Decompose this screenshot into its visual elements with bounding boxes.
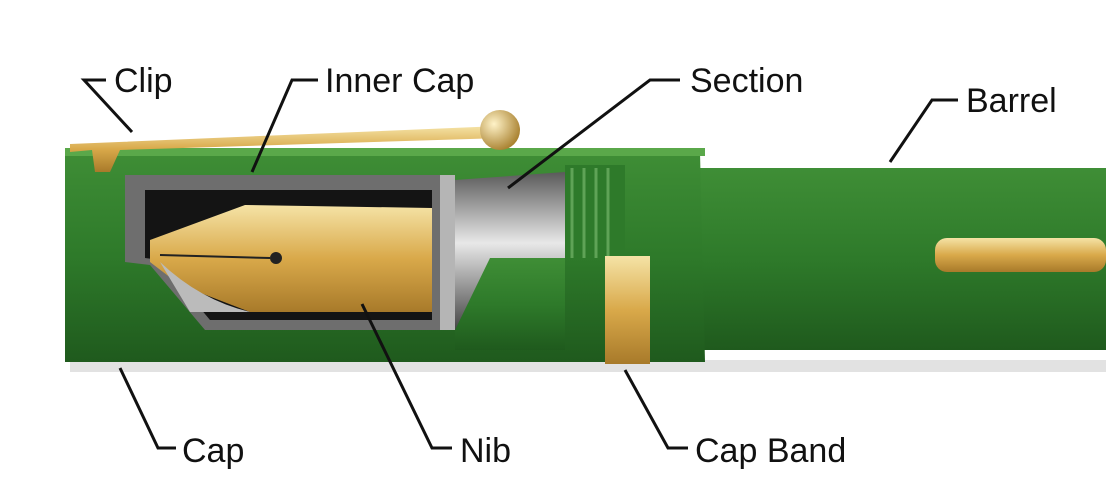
cap-band xyxy=(605,256,650,364)
cap-band-leader-line xyxy=(623,369,688,450)
barrel-gold-slot xyxy=(935,238,1106,272)
label-nib: Nib xyxy=(460,432,511,470)
barrel-leader-line xyxy=(888,98,958,163)
clip-leader-line xyxy=(80,78,134,134)
cap-leader-line xyxy=(118,367,176,450)
nib-breather-hole xyxy=(270,252,282,264)
label-clip: Clip xyxy=(114,62,173,100)
label-cap: Cap xyxy=(182,432,244,470)
section-leader-line xyxy=(507,78,680,190)
pen-shadow xyxy=(70,360,1106,372)
clip-ball xyxy=(480,110,520,150)
nib xyxy=(150,205,432,312)
label-cap-band: Cap Band xyxy=(695,432,846,470)
label-inner-cap: Inner Cap xyxy=(325,62,474,100)
label-barrel: Barrel xyxy=(966,82,1057,120)
section-threads xyxy=(565,165,625,260)
inner-cap-leader-line xyxy=(250,78,318,173)
barrel xyxy=(700,168,1106,350)
label-section: Section xyxy=(690,62,803,100)
section xyxy=(440,165,625,350)
clip xyxy=(70,110,520,172)
nib-leader-line xyxy=(360,303,452,450)
